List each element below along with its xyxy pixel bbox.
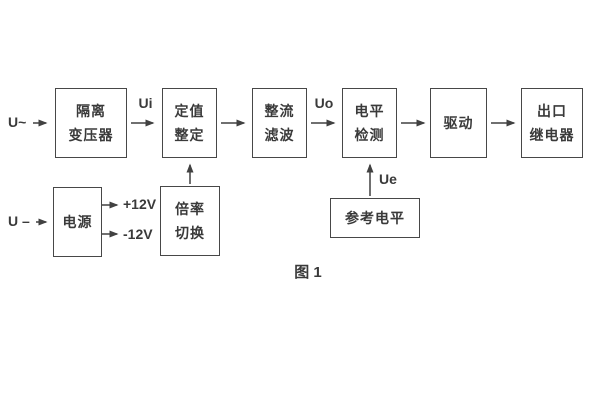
label-rail-pos12v: +12V (123, 196, 157, 212)
block-label: 检测 (354, 127, 385, 143)
block-label: 电源 (62, 214, 93, 230)
block-rate-switch: 倍率 切换 (160, 186, 220, 256)
label-input-dc: U – (8, 213, 30, 229)
block-label: 继电器 (529, 127, 575, 143)
block-label: 整定 (174, 127, 205, 143)
block-label: 滤波 (264, 127, 295, 143)
block-output-relay: 出口 继电器 (521, 88, 583, 158)
block-label: 出口 (537, 103, 567, 119)
block-label: 参考电平 (345, 210, 405, 226)
block-rectify-filter: 整流 滤波 (252, 88, 307, 158)
block-label: 切换 (175, 225, 205, 241)
block-isolation-transformer: 隔离 变压器 (55, 88, 127, 158)
block-label: 电平 (354, 103, 385, 119)
block-label: 倍率 (175, 201, 205, 217)
block-label: 定值 (174, 103, 205, 119)
label-signal-uo: Uo (314, 95, 334, 111)
block-drive: 驱动 (430, 88, 487, 158)
block-power-supply: 电源 (53, 187, 102, 257)
figure-caption: 图 1 (294, 264, 322, 281)
label-signal-ui: Ui (138, 95, 153, 111)
block-label: 驱动 (443, 115, 474, 131)
block-level-detect: 电平 检测 (342, 88, 397, 158)
block-reference-level: 参考电平 (330, 198, 420, 238)
block-label: 整流 (264, 103, 295, 119)
label-rail-neg12v: -12V (123, 226, 153, 242)
block-label: 变压器 (68, 127, 114, 143)
label-input-ac: U~ (8, 114, 27, 130)
block-label: 隔离 (76, 103, 106, 119)
block-setting-adjust: 定值 整定 (162, 88, 217, 158)
label-signal-ue: Ue (379, 171, 397, 187)
